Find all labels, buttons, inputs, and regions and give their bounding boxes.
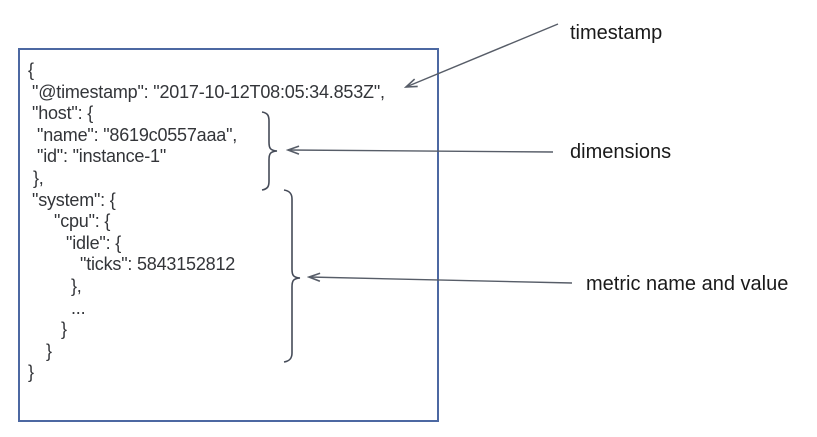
code-line: "@timestamp": "2017-10-12T08:05:34.853Z"… bbox=[32, 81, 385, 102]
code-line: "ticks": 5843152812 bbox=[80, 254, 236, 275]
code-line: } bbox=[46, 340, 52, 361]
code-line: "id": "instance-1" bbox=[37, 146, 167, 167]
code-line: "name": "8619c0557aaa", bbox=[37, 124, 238, 145]
dimensions-label: dimensions bbox=[570, 141, 672, 163]
code-line: "cpu": { bbox=[54, 211, 111, 232]
code-line: } bbox=[28, 362, 34, 383]
json-code: { "@timestamp": "2017-10-12T08:05:34.853… bbox=[20, 60, 437, 384]
code-line: "system": { bbox=[32, 189, 116, 210]
code-line: } bbox=[61, 319, 67, 340]
json-document-panel: { "@timestamp": "2017-10-12T08:05:34.853… bbox=[18, 48, 439, 422]
code-line: }, bbox=[33, 167, 44, 188]
code-line: "host": { bbox=[32, 103, 94, 124]
code-line: "idle": { bbox=[66, 232, 122, 253]
code-line: ... bbox=[71, 297, 86, 318]
code-line: }, bbox=[71, 275, 82, 296]
timestamp-label: timestamp bbox=[570, 22, 663, 44]
metric-label: metric name and value bbox=[586, 273, 789, 295]
code-line: { bbox=[28, 60, 34, 80]
